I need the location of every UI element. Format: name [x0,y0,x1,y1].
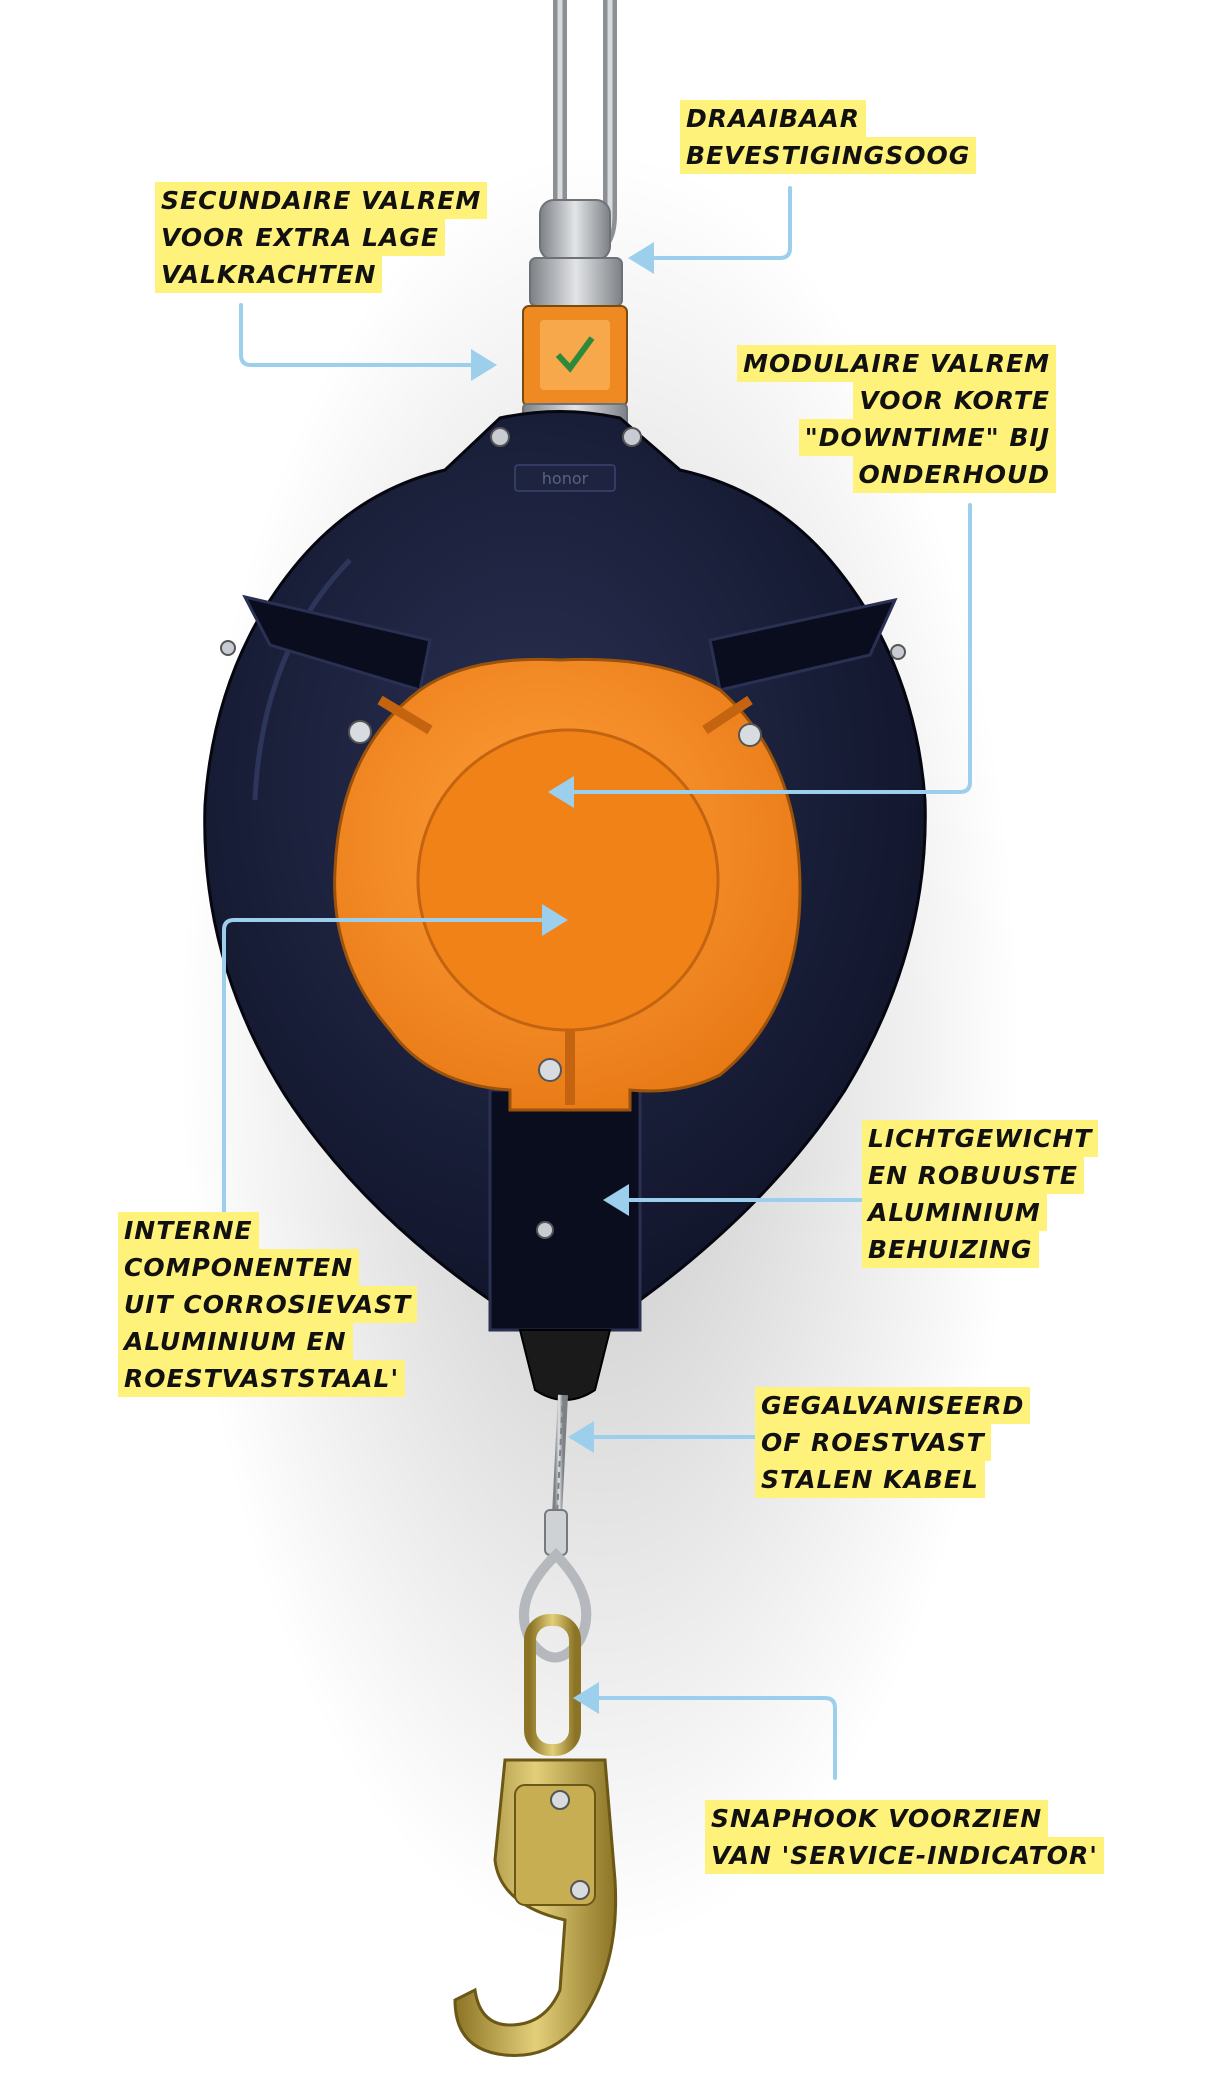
label-line: componenten [118,1249,360,1286]
snaphook [453,1614,618,2057]
label-line: Draaibaar [680,100,867,137]
label-line: voor korte [853,382,1056,419]
label-line: aluminium [862,1194,1047,1231]
label-line: of roestvast [755,1424,991,1461]
label-line: Gegalvaniseerd [755,1387,1031,1424]
modular-brake-cover [333,657,802,1112]
label-line: valkrachten [155,256,383,293]
label-line: Secundaire valrem [155,182,488,219]
label-line: Lichtgewicht [862,1120,1099,1157]
label-line: uit corrosievast [118,1286,418,1323]
arrow-swivel [638,186,792,260]
brand-plate-text: honor [542,469,589,488]
label-line: roestvaststaal' [118,1360,406,1397]
arrow-internal [222,918,562,1214]
label-line: aluminium en [118,1323,353,1360]
label-line: Modulaire valrem [737,345,1056,382]
label-line: en robuuste [862,1157,1084,1194]
label-line: Interne [118,1212,259,1249]
arrow-snaphook [583,1696,837,1780]
label-line: stalen kabel [755,1461,985,1498]
label-line: onderhoud [852,456,1056,493]
arrow-secondary [239,303,492,367]
label-line: bevestigingsoog [680,137,977,174]
arrow-heads [471,242,654,1714]
label-secondary-brake: Secundaire valrem voor extra lage valkra… [155,182,488,293]
label-lightweight-housing: Lichtgewicht en robuuste aluminium behui… [862,1120,1099,1268]
callout-arrows [222,186,972,1780]
label-snaphook: Snaphook voorzien van 'service-indicator… [705,1800,1104,1874]
label-internal-components: Interne componenten uit corrosievast alu… [118,1212,418,1397]
label-steel-cable: Gegalvaniseerd of roestvast stalen kabel [755,1387,1031,1498]
label-line: Snaphook voorzien [705,1800,1049,1837]
steel-cable [518,1329,612,1663]
arrow-modular [558,503,972,794]
label-swivel-eye: Draaibaar bevestigingsoog [680,100,977,174]
label-line: van 'service-indicator' [705,1837,1104,1874]
label-line: "downtime" bij [798,419,1056,456]
label-modular-brake: Modulaire valrem voor korte "downtime" b… [536,345,1056,493]
label-line: voor extra lage [155,219,445,256]
label-line: behuizing [862,1231,1039,1268]
swivel-eye [529,0,623,307]
